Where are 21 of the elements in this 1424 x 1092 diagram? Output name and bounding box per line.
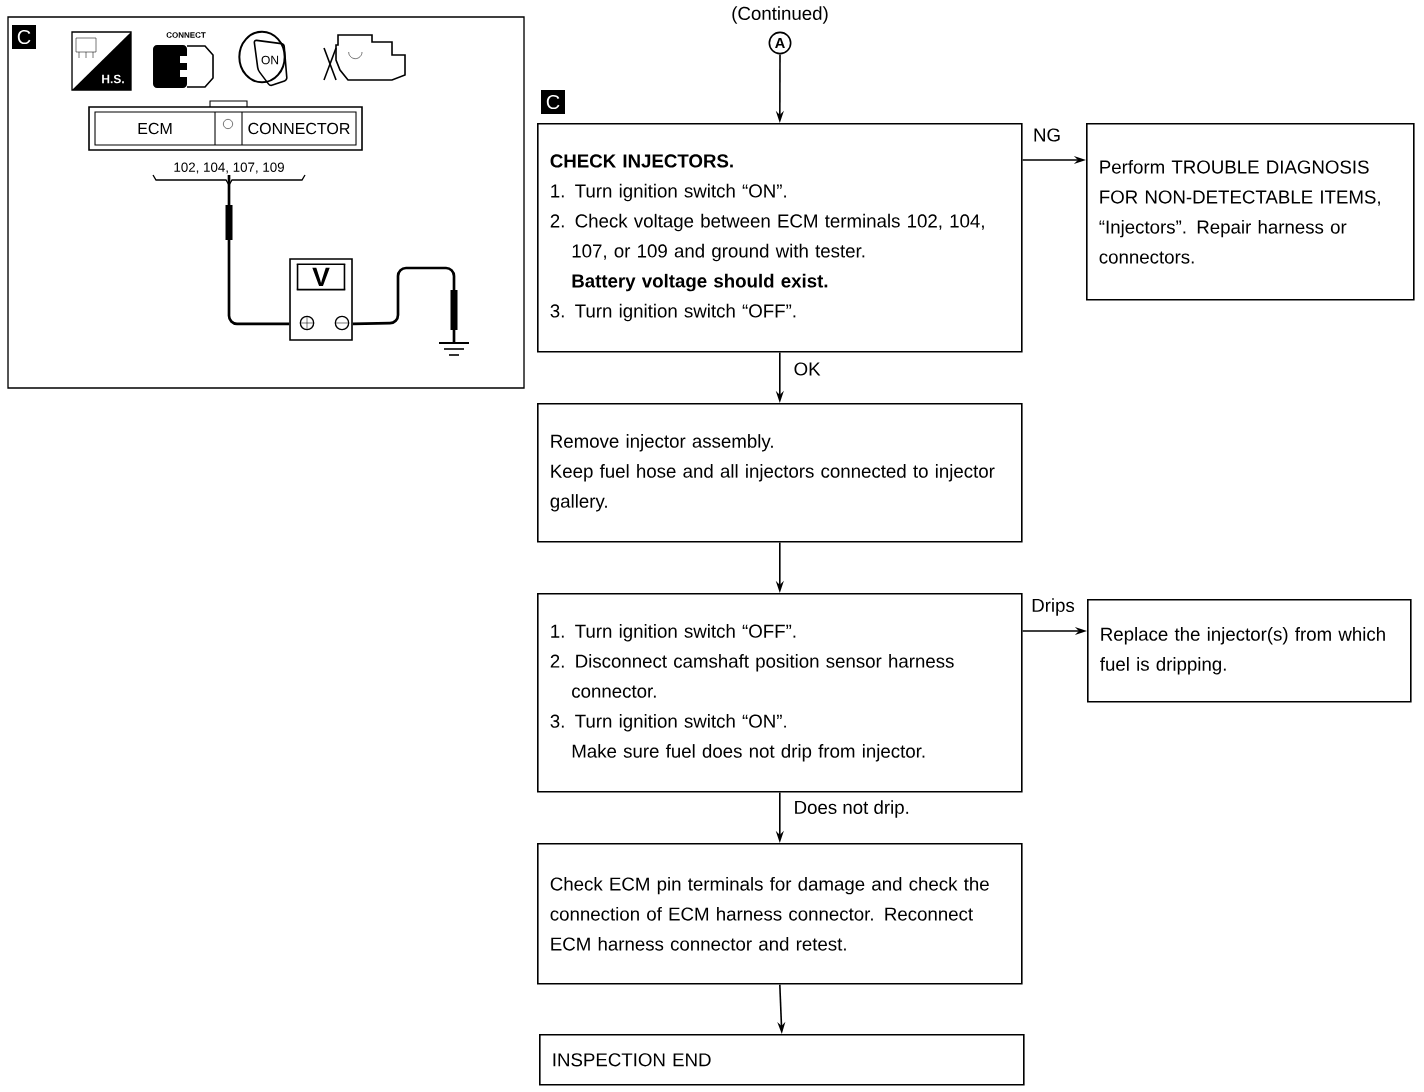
process-box: CHECK INJECTORS. 1. Turn ignition switch “ON”. 2. Check voltage between ECM terminals 102, 104, 107, or 109 and ground with tester. Battery voltage should exist. 3. Turn ignition switch “OFF”. <box>537 123 1023 353</box>
icon-caption: CONNECT <box>166 32 206 38</box>
process-box: 1. Turn ignition switch “OFF”. 2. Disconnect camshaft position sensor harness connector. 3. Turn ignition switch “ON”. Make sure fuel does not drip from injector. <box>537 593 1023 793</box>
continued-note: (Continued) <box>732 6 828 24</box>
terminal-numbers: 102, 104, 107, 109 <box>174 162 284 174</box>
section-badge: C <box>12 25 36 49</box>
process-box: Perform TROUBLE DIAGNOSIS FOR NON-DETECTABLE ITEMS, “Injectors”. Repair harness or connectors. <box>1086 123 1415 301</box>
process-box: Remove injector assembly. Keep fuel hose and all injectors connected to injector gallery. <box>537 403 1023 543</box>
ground-symbol <box>438 342 470 356</box>
section-badge: C <box>541 90 565 114</box>
voltmeter: V <box>289 258 353 341</box>
connector-drawing: ECM CONNECTOR <box>88 100 363 151</box>
process-box: Check ECM pin terminals for damage and check the connection of ECM harness connector. Reconnect ECM harness connector and retest. <box>537 843 1023 985</box>
edge-label: OK <box>792 361 822 377</box>
edge-label: Drips <box>1029 596 1077 618</box>
icon-caption: ON <box>261 55 279 65</box>
edge-label: NG <box>1031 127 1063 143</box>
icon-caption: H.S. <box>102 74 124 84</box>
end-box: INSPECTION END <box>539 1034 1025 1086</box>
edge-label: Does not drip. <box>792 798 912 820</box>
process-box: Replace the injector(s) from which fuel is dripping. <box>1087 599 1412 703</box>
